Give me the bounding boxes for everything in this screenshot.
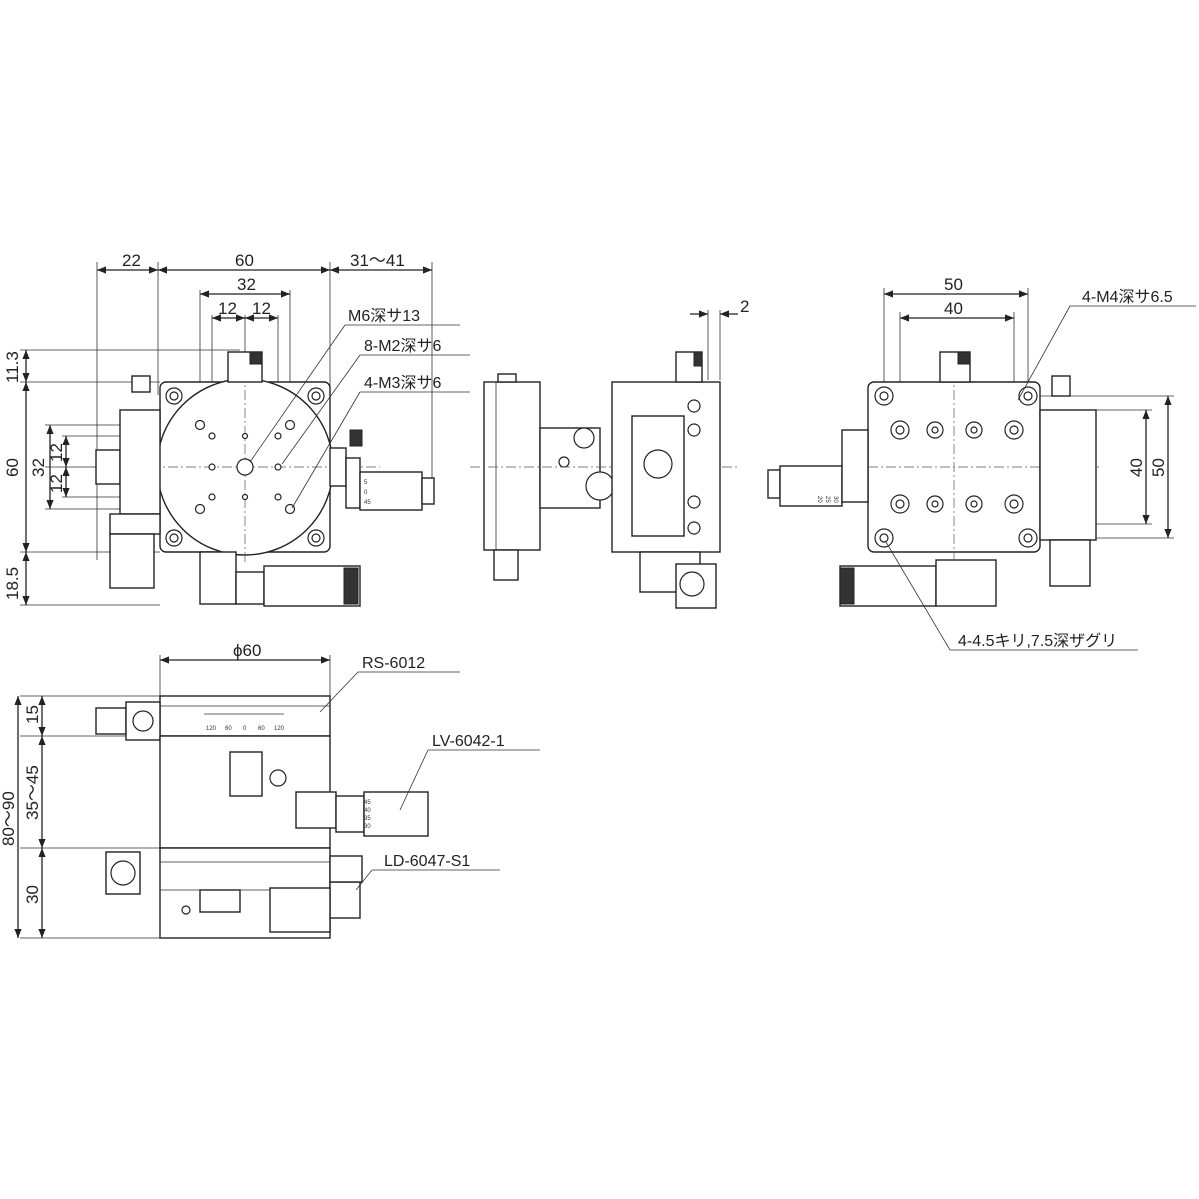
rotary-scale-side — [483, 381, 541, 551]
micrometer-tick-25: 25 — [824, 496, 830, 503]
note-m6-depth13: M6深サ13 — [348, 307, 420, 325]
dim-2: 2 — [740, 297, 749, 316]
lv-tick-35: 35 — [364, 816, 371, 822]
side-knob-bottom — [493, 549, 519, 581]
counterbore-holes — [874, 386, 1038, 548]
dim-22: 22 — [122, 251, 141, 270]
ld-micrometer — [269, 887, 331, 933]
m3-holes — [194, 419, 296, 515]
scale-tick-60-left: 60 — [225, 726, 232, 732]
micrometer-tick-0: 0 — [364, 490, 368, 496]
dim-50: 50 — [944, 275, 963, 294]
lv-micrometer — [363, 791, 429, 837]
note-4-m4-depth6-5: 4-M4深サ6.5 — [1082, 288, 1173, 306]
dim-35-45: 35～45 — [23, 765, 42, 820]
lv-tick-45: 45 — [364, 800, 371, 806]
side-clamp — [585, 471, 615, 501]
part-rs-6012: RS-6012 — [362, 655, 425, 672]
dim-11-3: 11.3 — [3, 351, 22, 383]
dim-60-vertical: 60 — [3, 458, 22, 477]
dim-40-vertical: 40 — [1127, 458, 1146, 477]
dim-40: 40 — [944, 299, 963, 318]
dim-12-vertical-bottom: 12 — [47, 474, 66, 493]
micrometer-tick-5: 5 — [364, 480, 368, 486]
micrometer-sleeve-bottom — [235, 571, 265, 605]
dim-32-vertical: 32 — [29, 458, 48, 477]
part-lv-6042-1: LV-6042-1 — [432, 733, 505, 750]
m2-holes — [208, 432, 282, 501]
dim-15: 15 — [23, 705, 42, 724]
micrometer-tick-20: 20 — [816, 496, 822, 503]
bottom-view: 50 40 40 50 — [767, 275, 1196, 651]
front-view: ϕ60 15 35～45 80～90 30 120 60 0 60 120 45 — [0, 641, 540, 939]
dim-phi60: ϕ60 — [233, 641, 261, 660]
scale-tick-0: 0 — [243, 726, 247, 732]
rotary-knob — [95, 707, 127, 735]
micrometer-thimble-left — [779, 465, 843, 507]
right-micrometer — [1049, 539, 1091, 587]
micrometer-sleeve-right — [345, 457, 361, 509]
micrometer-tick-45: 45 — [364, 500, 371, 506]
inner-holes — [926, 421, 983, 513]
note-8-m2-depth6: 8-M2深サ6 — [364, 337, 441, 355]
dim-31-41: 31～41 — [350, 251, 405, 270]
micrometer-tick-30: 30 — [832, 496, 838, 503]
m4-holes — [890, 420, 1024, 514]
scale-tick-120-right: 120 — [274, 726, 285, 732]
dim-50-vertical: 50 — [1149, 458, 1168, 477]
lv-tick-30: 30 — [364, 824, 371, 830]
lv-tick-40: 40 — [364, 808, 371, 814]
dim-60: 60 — [235, 251, 254, 270]
dim-32: 32 — [237, 275, 256, 294]
scale-tick-120-left: 120 — [206, 726, 217, 732]
left-lock-knob — [95, 449, 121, 485]
note-4-m3-depth6: 4-M3深サ6 — [364, 374, 441, 392]
side-view: 2 — [470, 297, 749, 609]
dim-30: 30 — [23, 885, 42, 904]
note-4-4-5-counterbore: 4-4.5キリ,7.5深ザグリ — [958, 632, 1117, 650]
m6-center-hole — [236, 458, 254, 476]
scale-tick-60-right: 60 — [258, 726, 265, 732]
part-ld-6047-s1: LD-6047-S1 — [384, 853, 470, 870]
corner-screws — [165, 387, 325, 547]
dim-12-vertical-top: 12 — [47, 443, 66, 462]
dim-80-90: 80～90 — [0, 791, 18, 846]
dim-12-right: 12 — [252, 299, 271, 318]
top-view: 22 60 31～41 32 12 12 11.3 60 32 12 12 18… — [3, 251, 470, 607]
dim-12-left: 12 — [218, 299, 237, 318]
dim-18-5: 18.5 — [3, 567, 22, 600]
left-micrometer — [109, 533, 155, 589]
